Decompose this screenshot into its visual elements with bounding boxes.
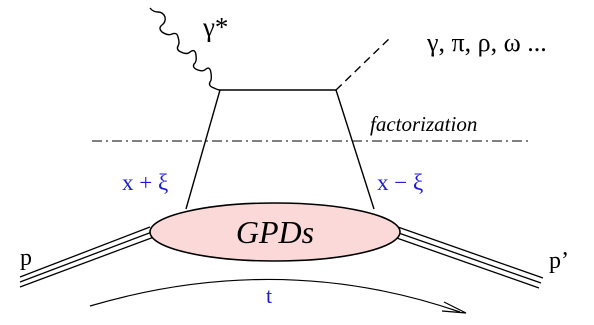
x-minus-xi-label: x − ξ <box>377 170 423 195</box>
arrowhead <box>441 301 467 314</box>
proton-in-lines <box>19 226 155 288</box>
proton-out-lines <box>390 225 544 289</box>
quark-line-left <box>185 89 221 210</box>
factorization-label: factorization <box>370 112 477 136</box>
quark-line-right <box>335 89 375 210</box>
final-state-line <box>335 35 393 91</box>
gpd-blob <box>149 202 401 262</box>
proton-in-label: p <box>20 245 32 271</box>
gpds-label: GPDs <box>236 214 314 250</box>
proton-out-label: p’ <box>549 248 569 274</box>
momentum-transfer-arrow <box>89 278 461 313</box>
x-plus-xi-label: x + ξ <box>122 170 168 195</box>
momentum-transfer-label: t <box>266 283 272 308</box>
virtual-photon-label: γ* <box>202 12 228 42</box>
final-states-label: γ, π, ρ, ω ... <box>426 28 547 57</box>
virtual-photon-line <box>149 7 221 91</box>
